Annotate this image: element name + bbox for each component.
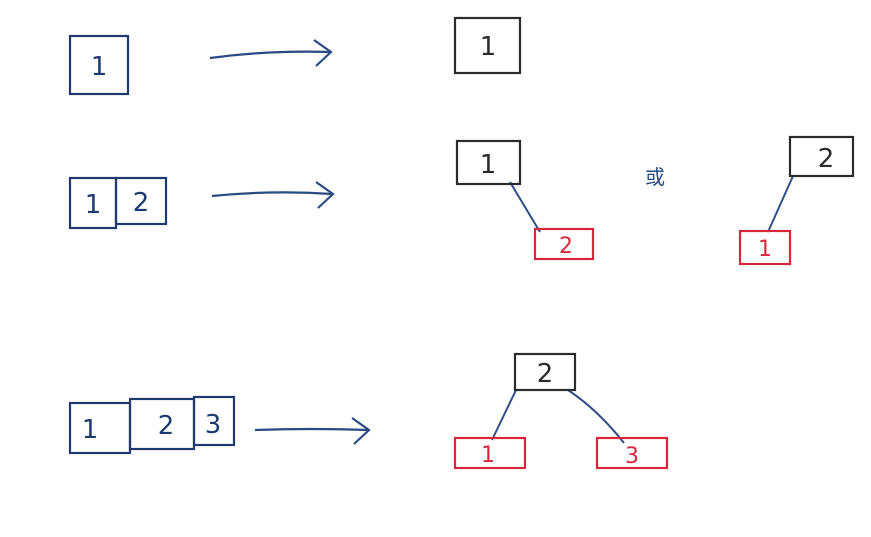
- tree-node-root: [513, 352, 577, 392]
- array-cell-value: 1: [85, 190, 102, 220]
- row-2-tree-b: 2 1: [738, 135, 855, 266]
- arrow: [211, 181, 335, 209]
- array-cell: [68, 401, 132, 455]
- array-cell-value: 2: [133, 188, 150, 218]
- tree-node-value: 3: [625, 444, 639, 469]
- tree-node-child: [453, 436, 527, 470]
- array-cell: [68, 34, 130, 96]
- tree-node-value: 2: [559, 234, 573, 259]
- tree-edge: [509, 181, 541, 233]
- row-2-array: 1 2: [68, 176, 168, 230]
- arrow: [254, 417, 371, 445]
- tree-node-root: [788, 135, 855, 178]
- row-1-tree: 1: [453, 16, 522, 75]
- array-cell-value: 2: [158, 411, 175, 441]
- tree-edge: [767, 175, 794, 233]
- row-3-array: 1 2 3: [68, 395, 236, 455]
- tree-node-value: 2: [818, 144, 835, 174]
- array-cell: [192, 395, 236, 447]
- arrow: [209, 39, 333, 67]
- array-cell: [114, 176, 168, 226]
- tree-node-value: 1: [480, 32, 497, 62]
- tree-node-child: [595, 436, 669, 470]
- tree-node-child: [738, 229, 792, 266]
- row-3-tree: 2 1 3: [453, 352, 669, 470]
- array-cell-value: 1: [91, 52, 108, 82]
- row-1-array: 1: [68, 34, 130, 96]
- tree-node-value: 1: [481, 443, 495, 468]
- array-cell-value: 1: [82, 415, 99, 445]
- tree-node-value: 2: [537, 359, 554, 389]
- tree-node-root: [455, 139, 522, 186]
- array-cell-value: 3: [205, 410, 222, 440]
- row-3: 1 2 3 2 1 3: [68, 352, 669, 470]
- tree-node-value: 1: [480, 150, 497, 180]
- tree-edge: [491, 389, 517, 441]
- tree-node-value: 1: [758, 237, 772, 262]
- tree-edge: [567, 389, 625, 444]
- tree-node-root: [453, 16, 522, 75]
- row-2: 1 2 1 2 或 2 1: [68, 135, 855, 266]
- row-1: 1 1: [68, 16, 522, 96]
- row-2-tree-a: 1 2: [455, 139, 595, 261]
- tree-node-child: [533, 227, 595, 261]
- or-separator: 或: [645, 165, 665, 189]
